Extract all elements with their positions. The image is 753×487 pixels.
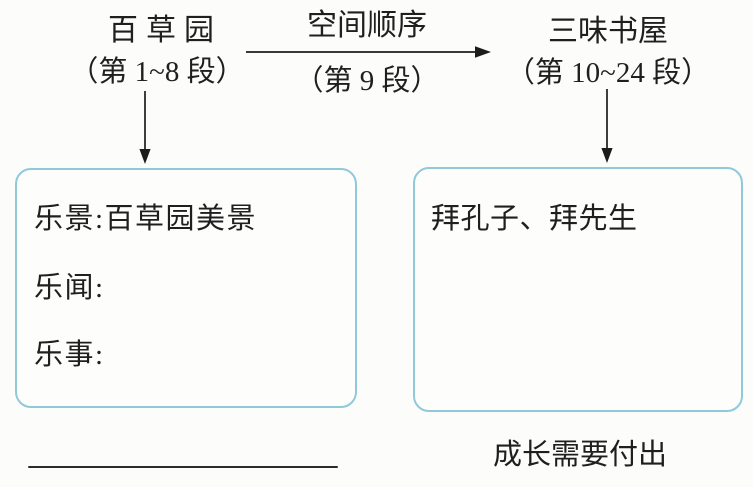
fill-in-blank-line xyxy=(28,466,338,468)
right-node-range: （第 10~24 段） xyxy=(505,57,711,89)
left-box-line-lejing: 乐景:百草园美景 xyxy=(34,203,258,235)
transition-range: （第 9 段） xyxy=(294,65,440,97)
right-node-title: 三味书屋 xyxy=(548,15,668,48)
footer-caption: 成长需要付出 xyxy=(492,439,667,471)
arrow-down-icon xyxy=(136,91,154,165)
transition-label: 空间顺序 xyxy=(307,9,427,42)
right-box-line-baikongzi: 拜孔子、拜先生 xyxy=(431,203,638,235)
left-box-line-lewen: 乐闻: xyxy=(34,272,105,304)
left-node-title: 百草园 xyxy=(108,14,222,47)
left-box-line-leshi: 乐事: xyxy=(34,339,105,371)
left-content-box: 乐景:百草园美景 乐闻: 乐事: xyxy=(15,168,357,408)
arrow-down-icon xyxy=(598,89,616,164)
right-content-box: 拜孔子、拜先生 xyxy=(413,167,743,412)
left-node-range: （第 1~8 段） xyxy=(69,56,245,88)
arrow-right-icon xyxy=(246,43,492,61)
